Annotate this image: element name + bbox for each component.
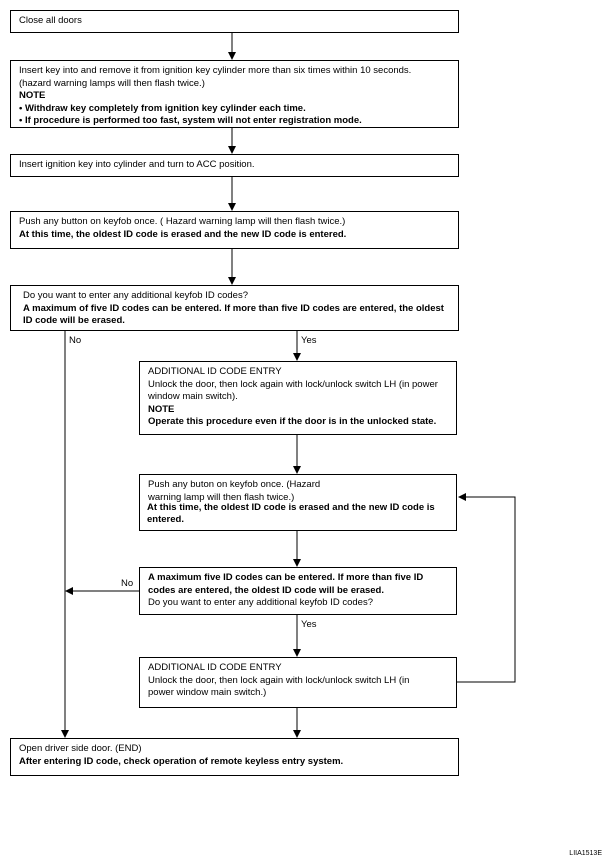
label-yes-2: Yes (301, 619, 317, 630)
step-text-bold: At this time, the oldest ID code is eras… (19, 228, 347, 240)
step-text: (hazard warning lamps will then flash tw… (19, 77, 205, 89)
label-no: No (69, 335, 82, 346)
step-additional-entry: ADDITIONAL ID CODE ENTRY Unlock the door… (139, 361, 457, 435)
note-bullet: • If procedure is performed too fast, sy… (19, 115, 362, 126)
step-text: Unlock the door, then lock again with lo… (148, 378, 438, 403)
step-text: Insert ignition key into cylinder and tu… (19, 159, 255, 170)
step-text-bold: At this time, the oldest ID code is eras… (147, 502, 435, 525)
step-text: Push any buton on keyfob once. (Hazard w… (148, 479, 321, 503)
step-text: Unlock the door, then lock again with lo… (148, 674, 410, 699)
step-close-doors: Close all doors (10, 10, 459, 33)
step-acc-position: Insert ignition key into cylinder and tu… (10, 154, 459, 177)
figure-id: LIIA1513E (569, 850, 602, 857)
step-text-bold: After entering ID code, check operation … (19, 755, 344, 767)
step-push-button-2: Push any buton on keyfob once. (Hazard w… (139, 474, 457, 531)
step-text-bold: Operate this procedure even if the door … (148, 416, 437, 427)
loop-back-line (457, 493, 516, 683)
label-yes: Yes (301, 335, 317, 346)
step-push-button: Push any button on keyfob once. ( Hazard… (10, 211, 459, 249)
note-heading: NOTE (19, 90, 46, 101)
step-text: Do you want to enter any additional keyf… (23, 290, 248, 301)
step-text: Push any button on keyfob once. ( Hazard… (19, 216, 346, 227)
step-text: Do you want to enter any additional keyf… (148, 597, 373, 608)
note-heading: NOTE (148, 403, 175, 415)
step-insert-remove-key: Insert key into and remove it from ignit… (10, 60, 459, 128)
label-no-2: No (121, 578, 134, 589)
step-text: ADDITIONAL ID CODE ENTRY (148, 662, 282, 673)
step-end: Open driver side door. (END) After enter… (10, 738, 459, 776)
step-additional-entry-2: ADDITIONAL ID CODE ENTRY Unlock the door… (139, 657, 457, 708)
step-decision-max: A maximum five ID codes can be entered. … (139, 567, 457, 615)
step-text-bold: A maximum five ID codes can be entered. … (148, 572, 424, 596)
step-decision-additional: Do you want to enter any additional keyf… (10, 285, 459, 331)
note-bullet: • Withdraw key completely from ignition … (19, 102, 306, 114)
step-text: Close all doors (19, 15, 82, 26)
step-text-bold: A maximum of five ID codes can be entere… (23, 302, 444, 327)
step-text: ADDITIONAL ID CODE ENTRY (148, 366, 282, 377)
step-text: Insert key into and remove it from ignit… (19, 65, 412, 76)
step-text: Open driver side door. (END) (19, 743, 142, 754)
